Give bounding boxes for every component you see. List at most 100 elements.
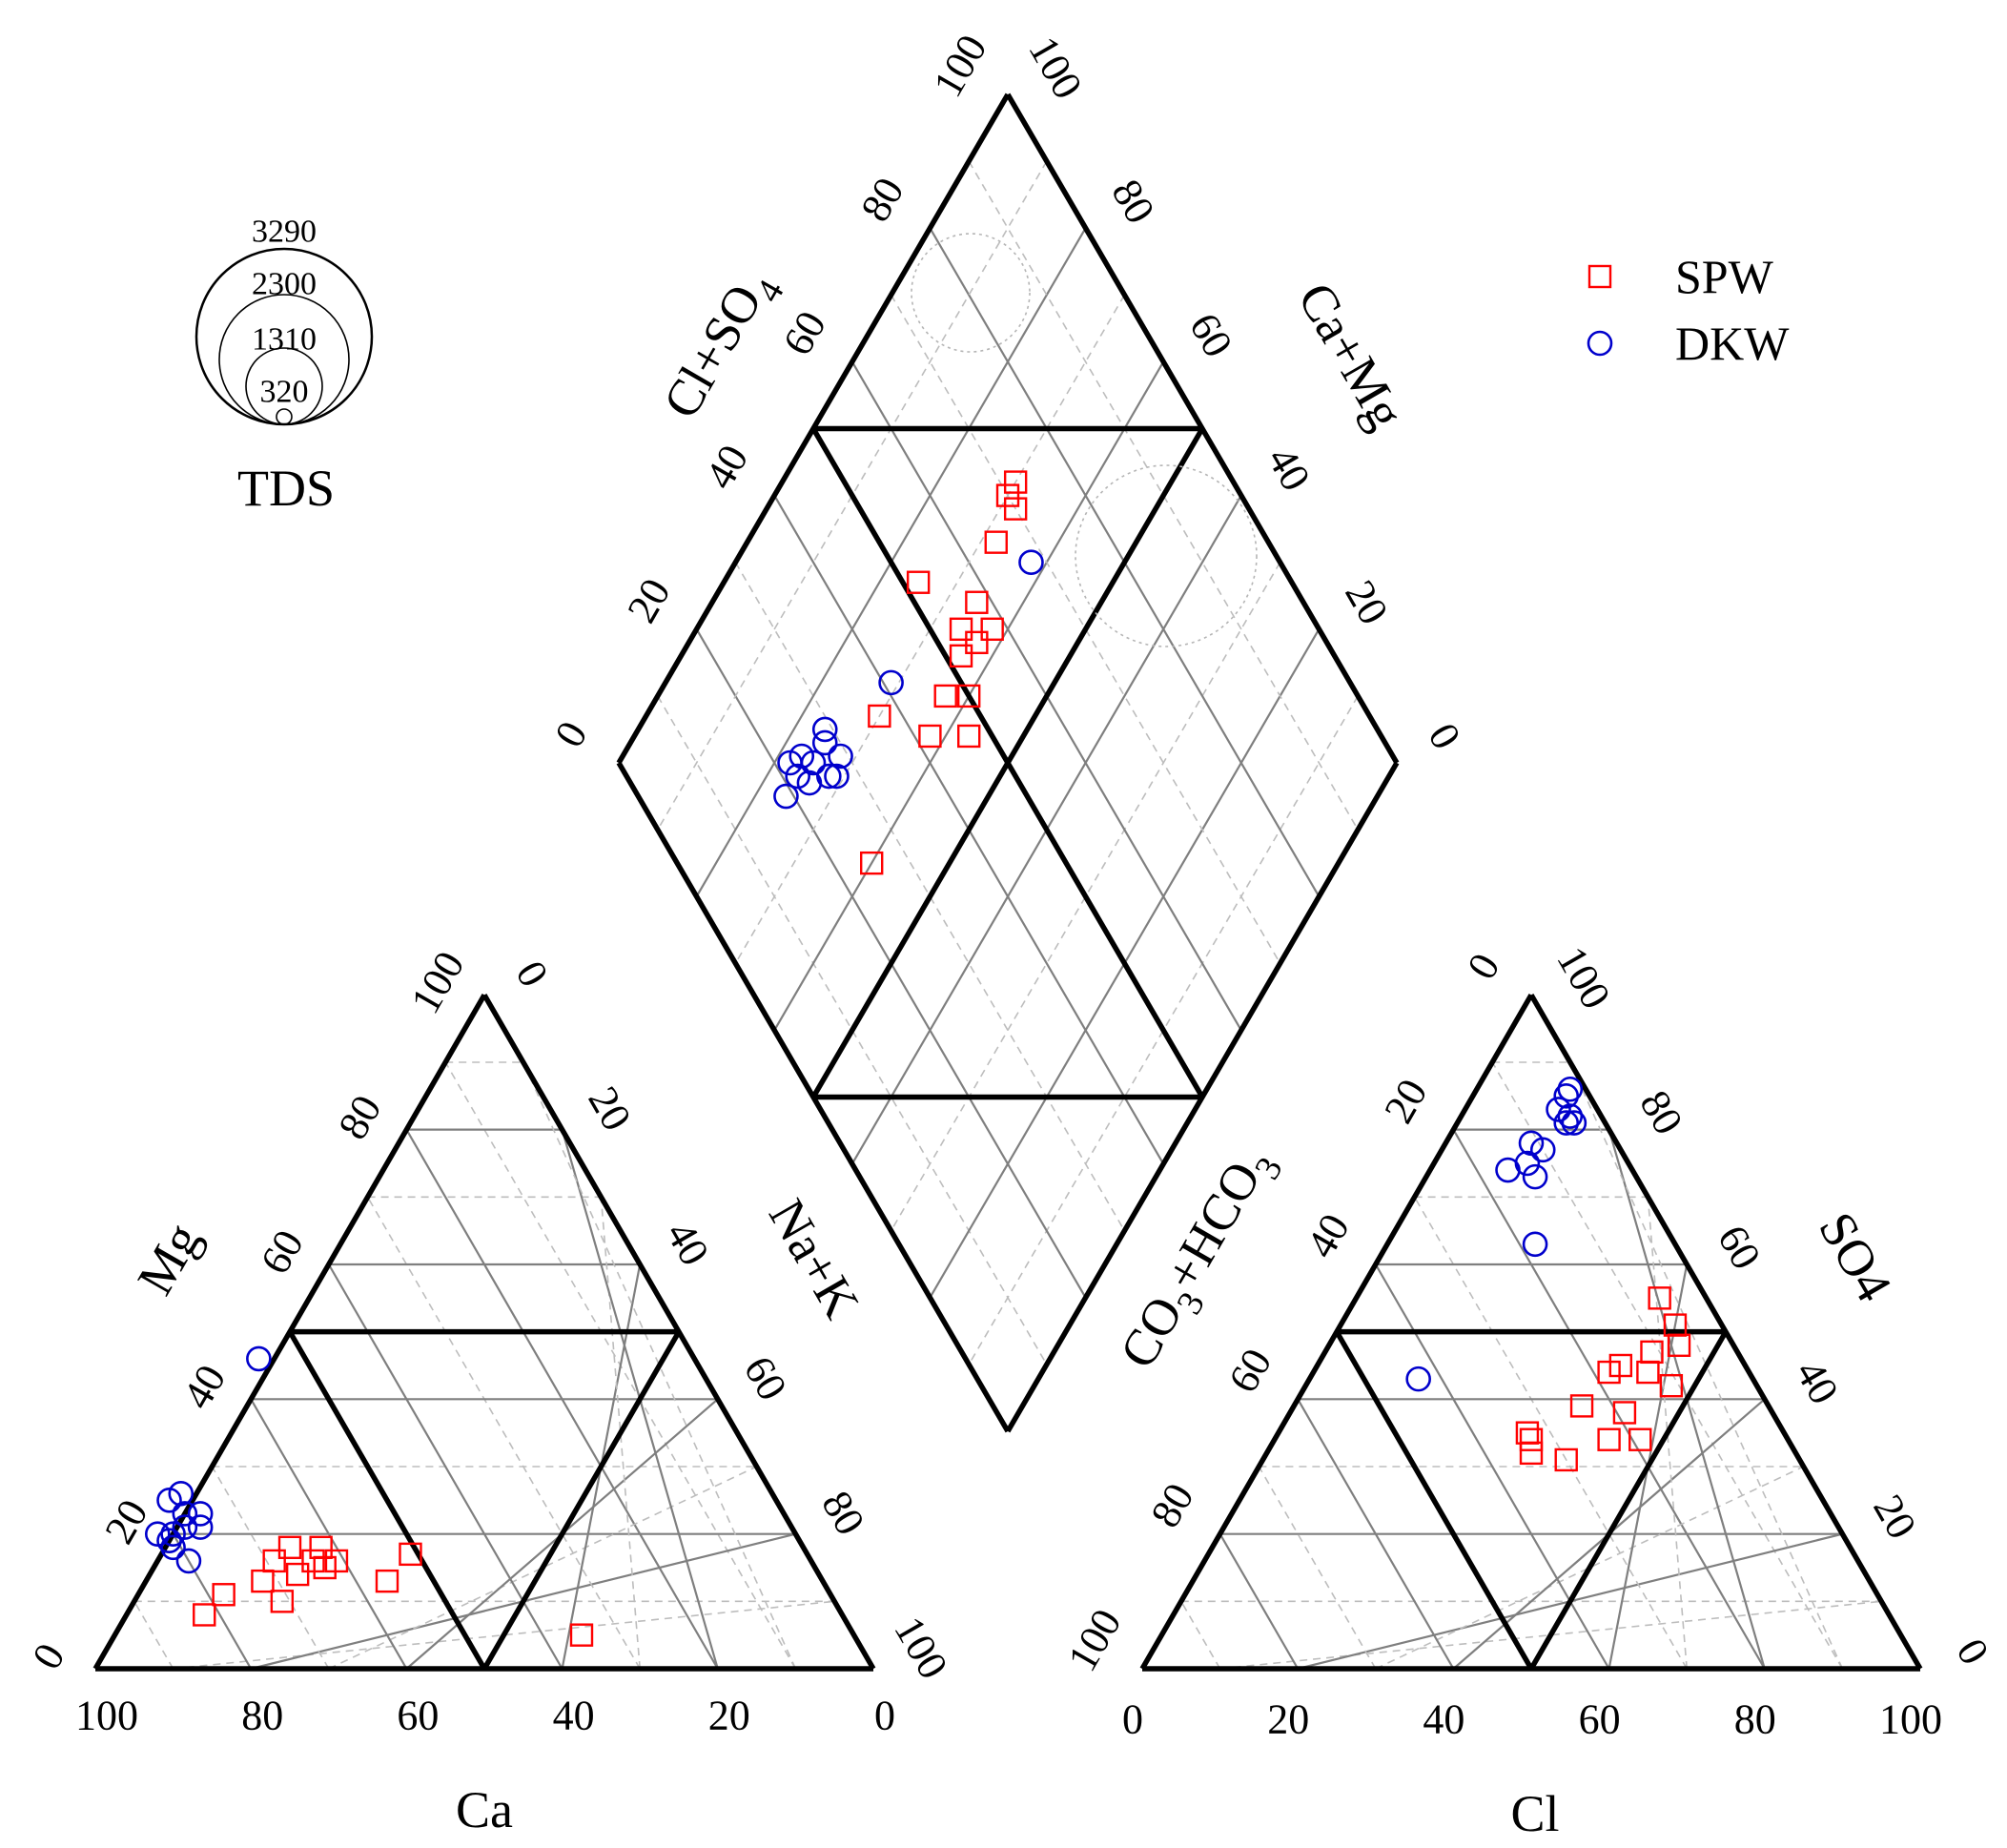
cation-point-dkw (187, 1501, 214, 1527)
anion-tick-co3: 80 (1141, 1475, 1202, 1535)
diamond-point-spw (965, 590, 989, 614)
cation-point-spw (313, 1555, 337, 1580)
legend-label-spw: SPW (1675, 250, 1774, 303)
diamond-axis-title-camg: Ca+Mg (1287, 273, 1416, 438)
cation-grid-l (133, 1600, 174, 1670)
diamond-grid-a (734, 562, 1126, 1232)
anion-point-dkw (1553, 1110, 1580, 1136)
cation-tick-nak: 80 (812, 1483, 873, 1543)
anion-point-dkw (1522, 1231, 1548, 1258)
diamond-point-spw (949, 644, 973, 668)
anion-point-spw (1628, 1427, 1652, 1451)
cation-point-dkw (160, 1534, 186, 1561)
diamond-tick-camg: 100 (1019, 29, 1091, 107)
tds-legend-value: 320 (260, 375, 309, 410)
cation-point-spw (277, 1535, 302, 1559)
diamond-point-dkw (788, 743, 815, 770)
anion-grid-l (1258, 1466, 1377, 1670)
cation-tick-nak: 40 (657, 1214, 718, 1274)
diamond-grid-a (890, 294, 1281, 964)
cation-point-dkw (187, 1514, 214, 1540)
cation-axis-title-mg: Mg (126, 1214, 211, 1304)
diamond-tick-clso4: 20 (618, 570, 679, 630)
anion-tick-cl: 20 (1267, 1696, 1309, 1743)
anion-grid-r (1219, 1600, 1882, 1670)
diamond-point-spw (906, 570, 931, 594)
anion-grid-l (1180, 1600, 1221, 1670)
cation-grid-l (250, 1398, 408, 1670)
diamond-point-dkw (1018, 549, 1044, 576)
diamond-grid-a (657, 695, 1048, 1365)
cation-tick-mg: 60 (252, 1222, 313, 1283)
cation-grid-l (211, 1466, 330, 1670)
legend-marker-dkw (1587, 330, 1613, 357)
anion-point-spw (1667, 1333, 1691, 1357)
anion-point-spw (1569, 1394, 1594, 1418)
anion-tick-co3: 20 (1375, 1071, 1436, 1131)
diamond-class-d2 (810, 427, 1205, 1099)
cation-tick-nak: 0 (506, 954, 557, 996)
diamond-tick-camg: 40 (1259, 439, 1320, 499)
cation-tick-nak: 100 (885, 1609, 956, 1687)
anion-point-spw (1648, 1286, 1671, 1310)
anion-point-spw (1597, 1360, 1621, 1385)
diamond-tick-clso4: 100 (924, 27, 995, 105)
anion-point-dkw (1518, 1130, 1545, 1157)
anion-tick-so4: 100 (1547, 938, 1619, 1016)
diamond-tick-camg: 0 (1419, 715, 1469, 757)
diamond-point-dkw (773, 783, 799, 810)
anion-tick-cl: 60 (1579, 1696, 1621, 1743)
diamond-point-spw (1003, 497, 1028, 521)
cation-tick-nak: 20 (579, 1078, 640, 1139)
cation-point-spw (262, 1549, 286, 1573)
cation-grid-r (600, 1197, 641, 1670)
diamond-point-dkw (785, 763, 810, 790)
anion-point-spw (1519, 1427, 1544, 1451)
anion-point-dkw (1522, 1163, 1548, 1190)
anion-point-spw (1554, 1448, 1578, 1472)
anion-tick-co3: 60 (1219, 1341, 1280, 1401)
diamond-tick-clso4: 40 (696, 437, 757, 497)
cation-point-dkw (160, 1521, 186, 1547)
tds-legend-title: TDS (237, 460, 335, 517)
cation-point-dkw (156, 1528, 182, 1554)
cation-grid-l (366, 1196, 641, 1670)
cation-point-spw (193, 1603, 216, 1627)
cation-grid-l (172, 1533, 253, 1670)
cation-tick-ca: 100 (75, 1693, 138, 1739)
cation-grid-r (522, 1061, 797, 1670)
cation-tick-mg: 80 (329, 1087, 390, 1147)
tds-legend-value: 2300 (252, 267, 317, 302)
diamond-grid-b (657, 160, 1048, 831)
tds-legend-value: 1310 (252, 322, 317, 358)
cation-point-dkw (168, 1480, 195, 1507)
anion-tick-so4: 40 (1787, 1352, 1848, 1412)
anion-point-dkw (1561, 1110, 1587, 1136)
cation-point-dkw (246, 1345, 272, 1372)
data-points (144, 264, 1691, 1647)
diamond-tick-clso4: 80 (851, 170, 912, 230)
anion-point-dkw (1405, 1365, 1431, 1392)
anion-grid-r (1569, 1061, 1844, 1670)
cation-point-spw (251, 1569, 275, 1593)
diamond-tds-bubble (911, 233, 1031, 353)
anion-grid-l (1413, 1196, 1688, 1670)
diamond-tick-camg: 20 (1336, 572, 1397, 632)
diamond-grid-b (734, 294, 1126, 964)
cation-tick-mg: 100 (401, 943, 473, 1021)
anion-grid-r (1647, 1197, 1688, 1670)
diamond-point-spw (933, 684, 957, 708)
legend-label-dkw: DKW (1675, 317, 1790, 370)
diamond-point-dkw (828, 743, 853, 770)
cation-point-dkw (175, 1548, 202, 1574)
anion-point-spw (1519, 1441, 1544, 1466)
anion-tick-co3: 100 (1058, 1601, 1130, 1679)
diamond-grid-b (968, 695, 1359, 1365)
anion-point-spw (1636, 1360, 1660, 1385)
anion-class-r (1528, 1330, 1729, 1671)
anion-point-dkw (1546, 1097, 1571, 1122)
anion-tick-cl: 0 (1122, 1696, 1143, 1743)
